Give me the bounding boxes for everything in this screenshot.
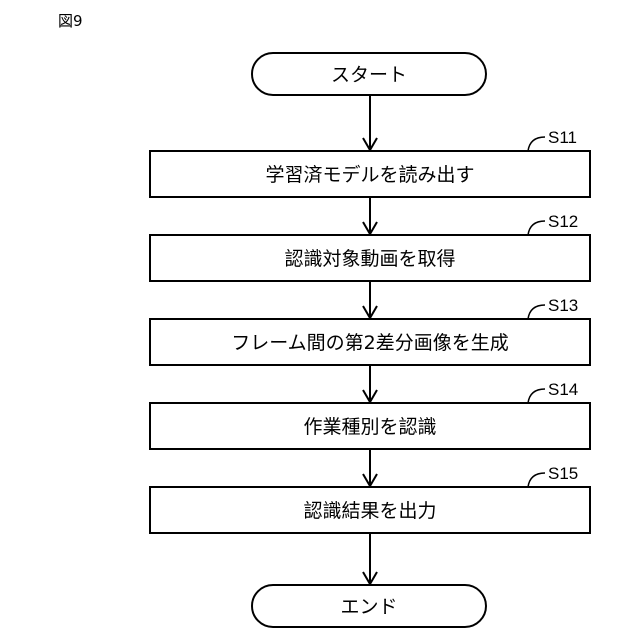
start-terminal-text: スタート <box>331 64 407 86</box>
end-terminal: エンド <box>252 585 486 627</box>
step-id-label: S15 <box>548 464 578 483</box>
step-leader-line <box>528 305 545 319</box>
figure-label: 図9 <box>58 12 83 30</box>
step-leader-line <box>528 389 545 403</box>
step-leader-line <box>528 137 545 151</box>
process-text: 学習済モデルを読み出す <box>265 164 474 186</box>
step-id-label: S12 <box>548 212 578 231</box>
step-id-label: S13 <box>548 296 578 315</box>
step-leader-line <box>528 473 545 487</box>
end-terminal-text: エンド <box>340 596 397 618</box>
process-text: 認識対象動画を取得 <box>284 248 455 270</box>
step-leader-line <box>528 221 545 235</box>
process-text: フレーム間の第2差分画像を生成 <box>231 332 509 354</box>
step-id-label: S11 <box>548 128 577 147</box>
process-text: 作業種別を認識 <box>303 416 436 438</box>
step-id-label: S14 <box>548 380 578 399</box>
start-terminal: スタート <box>252 53 486 95</box>
process-text: 認識結果を出力 <box>303 500 436 522</box>
